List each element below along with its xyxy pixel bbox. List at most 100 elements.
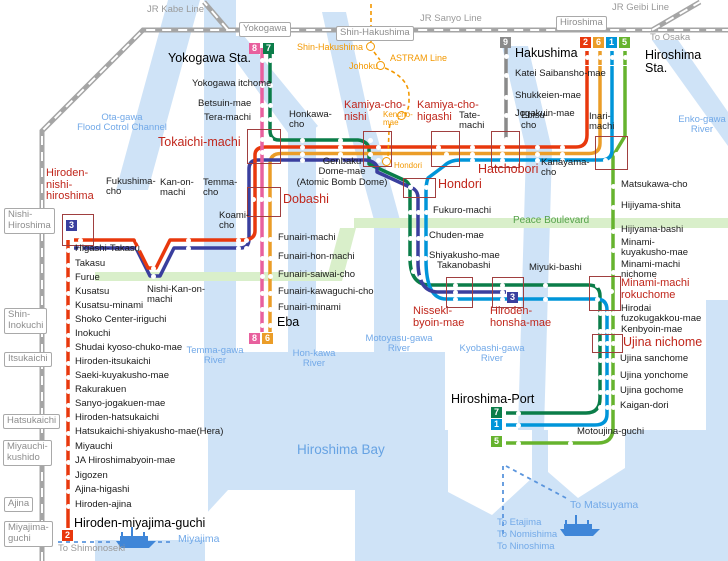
station-dot [65,374,71,380]
station-dot [597,54,603,60]
label-furue: Furue [75,272,100,283]
label-yokogawa-sta: Yokogawa Sta. [168,51,251,65]
astram-station-ring [382,157,391,166]
station-dot [597,357,603,363]
label-kenbyoin-mae: Kenbyoin-mae [621,324,683,335]
label-miyuki-bashi: Miyuki-bashi [529,262,582,273]
ferry-icon [116,527,156,548]
land-miyajima-area [205,490,355,561]
label-minami-machi-nichome: Minami-machi nichome [621,259,681,281]
station-dot [499,151,505,157]
land-ujina-tip-east [548,430,625,498]
jr-station-box-miyajima-guchi: Miyajima- guchi [4,521,53,547]
label-ebisu-cho: Ebisu- cho [521,110,548,132]
station-dot [610,389,616,395]
label-tate-machi: Tate- machi [459,110,485,132]
station-dot [65,247,71,253]
station-dot [503,53,509,59]
label-hijiyama-bashi: Hijiyama-bashi [621,224,684,235]
transfer-station-box [247,129,281,164]
transfer-station-box [589,276,621,311]
station-dot [602,151,608,157]
station-dot [610,204,616,210]
line-badge-6: 6 [262,333,273,344]
station-dot [610,328,616,334]
label-rakurakuen: Rakurakuen [75,384,127,395]
station-dot [610,269,616,275]
station-dot [597,310,603,316]
station-dot [267,82,273,88]
jr-station-box-shin-inokuchi: Shin- Inokuchi [4,308,48,334]
station-dot [610,404,616,410]
station-dot [65,332,71,338]
label-hatsukaichi-shiyakusho-mae-hera: Hatsukaichi-shiyakusho-mae(Hera) [75,426,224,437]
label-to-ninoshima: To Ninoshima [497,541,555,552]
label-funairi-hon-machi: Funairi-hon-machi [278,251,355,262]
station-dot [258,196,264,202]
jr-station-box-hatsukaichi: Hatsukaichi [3,414,61,429]
label-hirodai-fuzokugakkou-mae: Hirodai fuzokugakkou-mae [621,303,702,325]
station-dot [604,404,610,410]
station-dot [499,144,505,150]
station-dot [443,151,449,157]
station-dot [243,245,249,251]
label-hiroden-honsha-mae: Hiroden- honsha-mae [490,305,552,329]
station-dot [267,290,273,296]
label-tokaichi-machi: Tokaichi-machi [158,135,241,149]
station-dot [613,151,619,157]
station-dot [542,282,548,288]
station-dot [267,116,273,122]
station-dot [584,54,590,60]
line-badge-5: 5 [619,37,630,48]
motoyasu-upper [322,12,372,140]
line-badge-2: 2 [580,37,591,48]
station-dot [604,340,610,346]
station-dot [65,360,71,366]
station-dot [452,296,458,302]
station-dot [423,235,429,241]
station-dot [469,144,475,150]
label-to-etajima: To Etajima [497,517,542,528]
station-dot [65,430,71,436]
label-jr-geibi-line: JR Geibi Line [612,2,670,13]
label-minami-kuyakusho-mae: Minami- kuyakusho-mae [621,237,689,259]
station-dot [604,389,610,395]
label-fukuro-machi: Fukuro-machi [433,205,492,216]
label-peace-boulevard: Peace Boulevard [513,215,590,226]
line-badge-1: 1 [606,37,617,48]
station-dot [515,440,521,446]
station-dot [267,236,273,242]
station-dot [135,245,141,251]
station-dot [299,144,305,150]
label-miyauchi: Miyauchi [75,441,113,452]
station-dot [415,235,421,241]
station-dot [423,209,429,215]
station-dot [503,72,509,78]
station-dot [299,151,305,157]
peace-boulevard-band [95,218,728,281]
station-dot [267,136,273,142]
station-dot [65,276,71,282]
station-highlight-box [581,50,634,66]
label-genbaku-dome-mae-atomic-bomb-dome: Genbaku Dome-mae (Atomic Bomb Dome) [296,156,388,188]
station-dot [77,237,83,243]
label-jr-sanyo-line: JR Sanyo Line [420,13,482,24]
station-dot [65,262,71,268]
label-miyajima: Miyajima [178,533,220,545]
label-inari-machi: Inari- machi [589,111,615,133]
ferry-icon [560,515,600,536]
station-dot [604,357,610,363]
station-dot [597,404,603,410]
station-dot [267,255,273,261]
tram-line-7-path [268,50,602,415]
label-dobashi: Dobashi [283,192,329,206]
station-dot [559,144,565,150]
station-dot [407,209,413,215]
kyobashi-river [502,46,552,430]
station-dot [610,310,616,316]
label-ujina-yonchome: Ujina yonchome [620,370,689,381]
label-takasu: Takasu [75,258,106,269]
station-dot [65,445,71,451]
station-dot [375,157,381,163]
